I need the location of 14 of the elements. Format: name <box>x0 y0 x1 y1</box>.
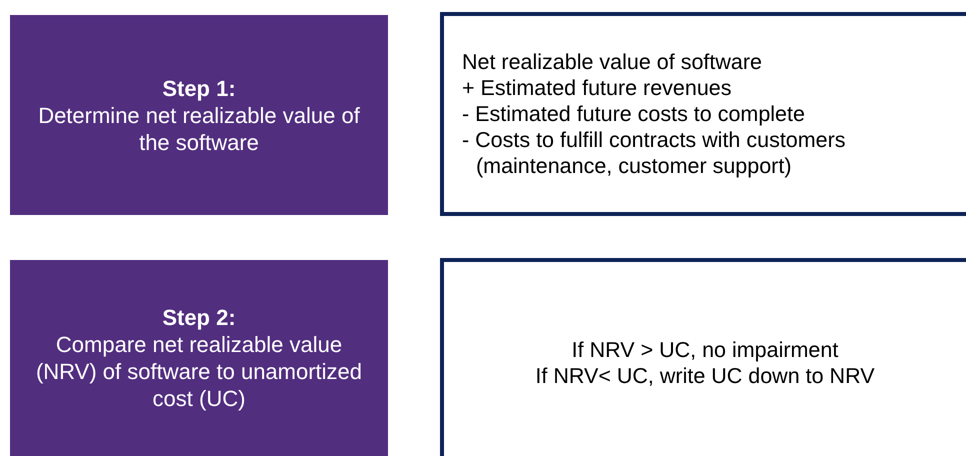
rule-text: If NRV > UC, no impairment <box>572 337 838 363</box>
step-heading: Step 1: <box>162 74 236 102</box>
step-heading: Step 2: <box>162 304 236 331</box>
step-box <box>10 15 388 215</box>
formula-line: - Costs to fulfill contracts with customers (maintenance, customer support) <box>462 127 847 179</box>
step-box <box>10 260 388 456</box>
formula-heading: Net realizable value of software <box>462 49 762 75</box>
info-box <box>440 258 966 456</box>
rule-text: If NRV< UC, write UC down to NRV <box>535 363 875 389</box>
formula-line: + Estimated future revenues <box>462 75 732 101</box>
step-description: Compare net realizable value (NRV) of software to unamortized cost (UC) <box>34 331 364 412</box>
formula-line: - Estimated future costs to complete <box>462 101 805 127</box>
info-box <box>440 12 966 216</box>
step-description: Determine net realizable value of the software <box>37 102 361 156</box>
